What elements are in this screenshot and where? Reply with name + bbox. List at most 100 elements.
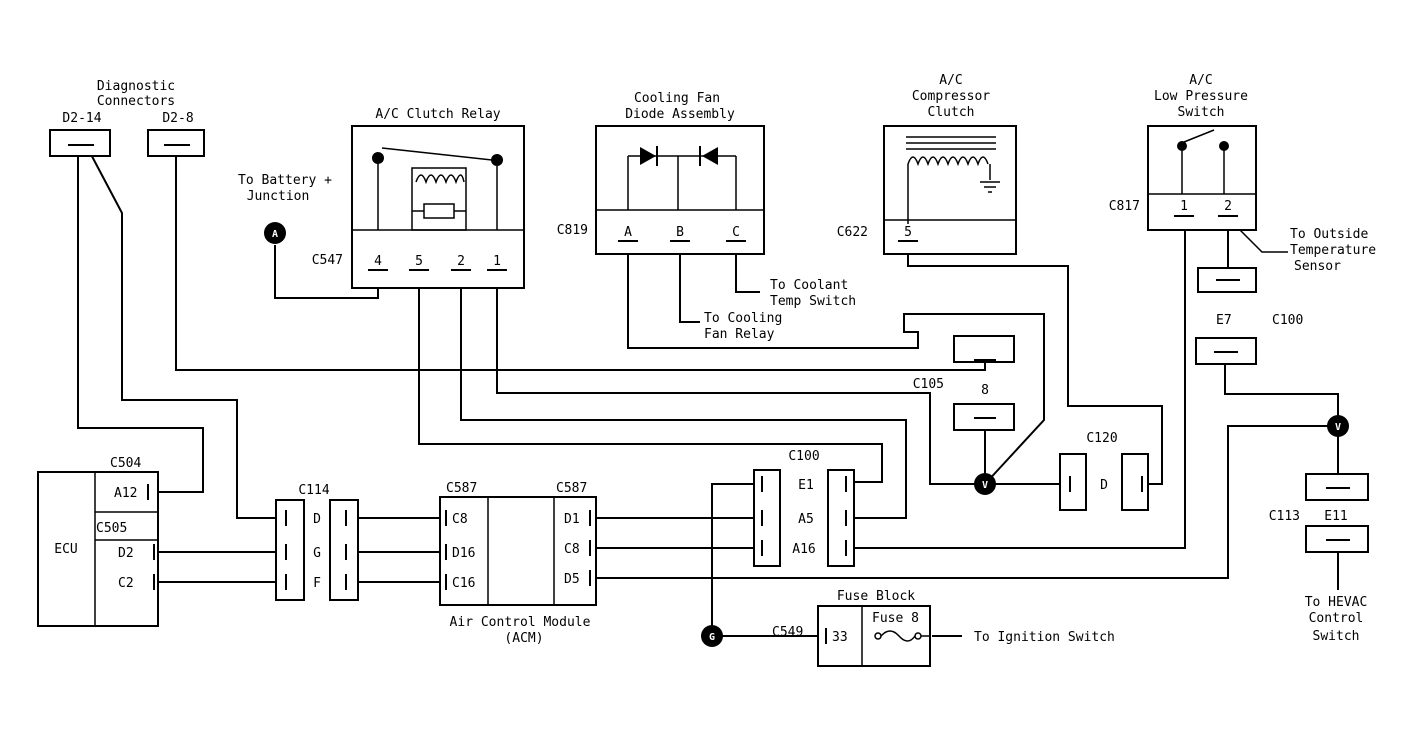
acm-pin-d5: D5 — [564, 572, 580, 587]
c113-pin-e11: E11 — [1324, 509, 1347, 524]
compressor-connector-label: C622 — [837, 225, 868, 240]
fuse-block-title: Fuse Block — [837, 589, 915, 604]
c114-label: C114 — [298, 483, 329, 498]
compressor-title-line2: Compressor — [912, 89, 990, 104]
cooling-fan-diode-assembly: Cooling Fan Diode Assembly C819 A B C To… — [557, 91, 856, 342]
lowpressure-connector-label: C817 — [1109, 199, 1140, 214]
c114-pin-f: F — [313, 576, 321, 591]
relay-pin-1: 1 — [493, 254, 501, 269]
to-fan-relay-line1: To Cooling — [704, 311, 782, 326]
c113-label: C113 — [1269, 509, 1300, 524]
relay-pin-5: 5 — [415, 254, 423, 269]
diode-title-line2: Diode Assembly — [625, 107, 735, 122]
ecu: ECU C504 C505 A12 D2 C2 — [37, 456, 159, 627]
splice-nodes: V V G — [701, 415, 1349, 647]
battery-node — [264, 222, 286, 244]
relay-connector-label: C547 — [312, 253, 343, 268]
acm-c587-right-label: C587 — [556, 481, 587, 496]
hevac-line3: Switch — [1313, 629, 1360, 644]
fuse-block: Fuse Block C549 33 Fuse 8 To Ignition Sw… — [772, 589, 1115, 667]
diode-pin-b: B — [676, 225, 684, 240]
to-outside-line1: To Outside — [1290, 227, 1368, 242]
lowpressure-title-line2: Low Pressure — [1154, 89, 1248, 104]
acm-c587-left-label: C587 — [446, 481, 477, 496]
splice-node-g-letter: G — [709, 632, 715, 643]
diode-pin-a: A — [624, 225, 632, 240]
hevac-line2: Control — [1309, 611, 1364, 626]
ecu-label: ECU — [54, 542, 77, 557]
diode-pin-c: C — [732, 225, 740, 240]
splice-node-v2-letter: V — [1335, 422, 1341, 433]
to-fan-relay-line2: Fan Relay — [704, 327, 775, 342]
c100-pin-a5: A5 — [798, 512, 814, 527]
c114-pin-d: D — [313, 512, 321, 527]
c120-label: C120 — [1086, 431, 1117, 446]
diagnostic-title-line2: Connectors — [97, 94, 175, 109]
relay-pin-4: 4 — [374, 254, 382, 269]
lowpressure-pin-2: 2 — [1224, 199, 1232, 214]
c100-right-label: C100 — [1272, 313, 1303, 328]
c100-mid-label: C100 — [788, 449, 819, 464]
lowpressure-pin-1: 1 — [1180, 199, 1188, 214]
ac-compressor-clutch: A/C Compressor Clutch C622 5 — [837, 73, 1017, 255]
battery-junction: To Battery + Junction A — [238, 173, 332, 244]
relay-pin-2: 2 — [457, 254, 465, 269]
wires — [77, 144, 1339, 637]
c114-connector: C114 D G F — [275, 483, 359, 601]
to-coolant-line1: To Coolant — [770, 278, 848, 293]
diode-title-line1: Cooling Fan — [634, 91, 720, 106]
acm-pin-c8-right: C8 — [564, 542, 580, 557]
relay-title: A/C Clutch Relay — [375, 107, 500, 122]
c120-connector: C120 D — [1059, 431, 1149, 511]
diagnostic-title-line1: Diagnostic — [97, 79, 175, 94]
battery-label-line1: To Battery + — [238, 173, 332, 188]
diagnostic-connectors: Diagnostic Connectors D2-14 D2-8 — [49, 79, 205, 157]
c100-middle-connector: C100 E1 A5 A16 — [753, 449, 855, 567]
ac-clutch-relay: A/C Clutch Relay C547 4 5 2 1 — [312, 107, 525, 289]
splice-node-v1-letter: V — [982, 480, 988, 491]
to-coolant-line2: Temp Switch — [770, 294, 856, 309]
acm-pin-d16: D16 — [452, 546, 475, 561]
compressor-title-line3: Clutch — [928, 105, 975, 120]
battery-node-letter: A — [272, 229, 278, 240]
lowpressure-box — [1147, 125, 1257, 231]
lowpressure-title-line1: A/C — [1189, 73, 1212, 88]
ecu-box — [37, 471, 159, 627]
c100-right-connector: E7 C100 — [1195, 313, 1303, 365]
compressor-pin-5: 5 — [904, 225, 912, 240]
c105-label: C105 — [913, 377, 944, 392]
hevac-line1: To HEVAC — [1305, 595, 1368, 610]
acm-label-line2: (ACM) — [504, 631, 543, 646]
ecu-pin-d2: D2 — [118, 546, 134, 561]
lowpressure-title-line3: Switch — [1178, 105, 1225, 120]
acm-label-line1: Air Control Module — [450, 615, 591, 630]
splice-node-v1 — [974, 473, 996, 495]
d2-14-connector — [49, 129, 111, 157]
ecu-pin-c2: C2 — [118, 576, 134, 591]
fuse-pin-33: 33 — [832, 630, 848, 645]
c105-pin-8: 8 — [981, 383, 989, 398]
to-ignition-switch: To Ignition Switch — [974, 630, 1115, 645]
c100-pin-a16: A16 — [792, 542, 815, 557]
diode-connector-label: C819 — [557, 223, 588, 238]
ecu-pin-a12: A12 — [114, 486, 137, 501]
c100-pin-e1: E1 — [798, 478, 814, 493]
ac-low-pressure-switch: A/C Low Pressure Switch C817 1 2 To Outs… — [1109, 73, 1376, 293]
c113-connector: C113 E11 To HEVAC Control Switch — [1269, 473, 1369, 644]
air-control-module: C587 C587 C8 D16 C16 D1 C8 D5 Air Contro… — [439, 481, 597, 646]
acm-box — [439, 496, 597, 606]
c114-pin-g: G — [313, 546, 321, 561]
compressor-box — [883, 125, 1017, 255]
to-outside-line3: Sensor — [1294, 259, 1341, 274]
d2-8-connector — [147, 129, 205, 157]
acm-pin-d1: D1 — [564, 512, 580, 527]
compressor-title-line1: A/C — [939, 73, 962, 88]
d2-14-label: D2-14 — [62, 111, 101, 126]
ecu-c504-label: C504 — [110, 456, 141, 471]
to-outside-line2: Temperature — [1290, 243, 1376, 258]
fuse-connector-label: C549 — [772, 625, 803, 640]
splice-node-g — [701, 625, 723, 647]
c100-e7-pin-label: E7 — [1216, 313, 1232, 328]
acm-pin-c16: C16 — [452, 576, 475, 591]
